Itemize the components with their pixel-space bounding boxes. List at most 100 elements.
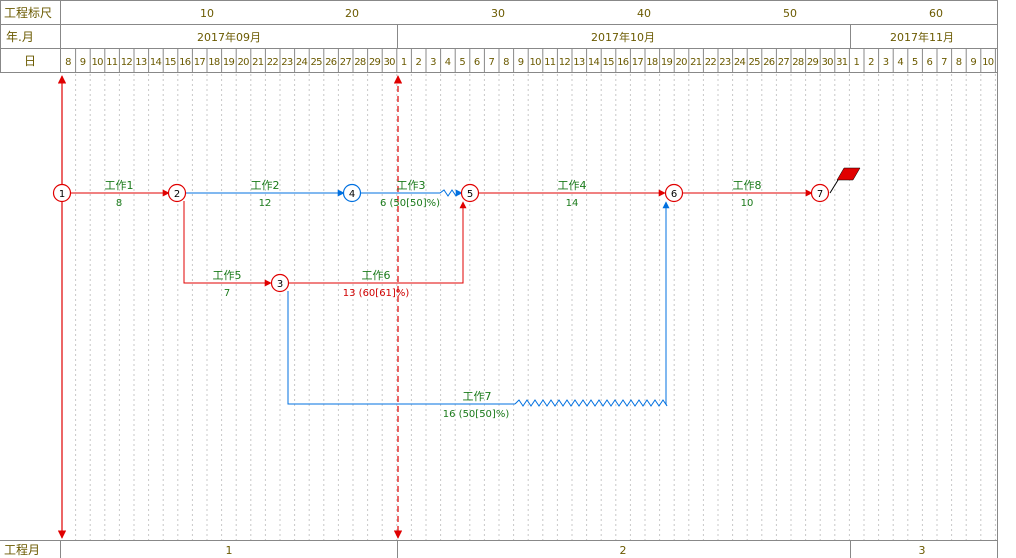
day-cell: 7 bbox=[941, 57, 947, 68]
day-cell: 18 bbox=[208, 57, 220, 68]
day-cell: 22 bbox=[705, 57, 717, 68]
ruler-ticks: 10 20 30 40 50 60 bbox=[200, 7, 943, 20]
year-month-label: 年.月 bbox=[6, 30, 34, 44]
ruler-tick: 60 bbox=[929, 7, 943, 20]
day-cell: 5 bbox=[459, 57, 465, 68]
day-cell: 2 bbox=[868, 57, 874, 68]
node[interactable]: 5 bbox=[460, 183, 480, 203]
day-cell: 24 bbox=[296, 57, 308, 68]
day-cell: 19 bbox=[223, 57, 235, 68]
arrow-work6 bbox=[288, 201, 467, 284]
day-cell: 4 bbox=[445, 57, 451, 68]
day-cell: 15 bbox=[603, 57, 615, 68]
day-cell: 10 bbox=[982, 57, 994, 68]
day-cell: 12 bbox=[121, 57, 133, 68]
task-duration: 6 (50[50]%) bbox=[380, 198, 440, 209]
day-cell: 26 bbox=[325, 57, 337, 68]
day-cell: 10 bbox=[92, 57, 104, 68]
day-cell: 21 bbox=[252, 57, 264, 68]
project-month: 3 bbox=[919, 544, 926, 557]
day-cell: 27 bbox=[340, 57, 352, 68]
task-name: 工作3 bbox=[397, 179, 426, 192]
day-cell: 28 bbox=[792, 57, 804, 68]
task-name: 工作8 bbox=[733, 179, 762, 192]
day-cell: 8 bbox=[65, 57, 71, 68]
day-cell: 3 bbox=[883, 57, 889, 68]
node-label: 2 bbox=[174, 189, 180, 200]
node[interactable]: 3 bbox=[270, 273, 290, 293]
ruler-label: 工程标尺 bbox=[4, 5, 52, 20]
day-cell: 30 bbox=[384, 57, 396, 68]
day-cell: 13 bbox=[135, 57, 147, 68]
day-cell: 1 bbox=[401, 57, 407, 68]
day-cell: 13 bbox=[573, 57, 585, 68]
day-cell: 8 bbox=[956, 57, 962, 68]
day-cell: 10 bbox=[530, 57, 542, 68]
month-label: 2017年11月 bbox=[890, 30, 954, 44]
day-cell: 25 bbox=[311, 57, 323, 68]
day-cell: 18 bbox=[646, 57, 658, 68]
day-cell: 17 bbox=[632, 57, 644, 68]
node[interactable]: 4 bbox=[342, 183, 362, 203]
task-duration: 12 bbox=[259, 198, 272, 209]
node-label: 4 bbox=[349, 189, 355, 200]
day-cell: 1 bbox=[854, 57, 860, 68]
node-label: 6 bbox=[671, 189, 677, 200]
day-cell: 9 bbox=[518, 57, 524, 68]
node[interactable]: 7 bbox=[810, 183, 830, 203]
task-duration: 14 bbox=[566, 198, 579, 209]
day-cell: 30 bbox=[822, 57, 834, 68]
day-cell: 23 bbox=[281, 57, 293, 68]
node-label: 7 bbox=[817, 189, 823, 200]
ruler-tick: 30 bbox=[491, 7, 505, 20]
day-cell: 11 bbox=[106, 57, 118, 68]
task-duration: 7 bbox=[224, 288, 230, 299]
day-cell: 11 bbox=[544, 57, 556, 68]
day-cell: 12 bbox=[559, 57, 571, 68]
day-cell: 29 bbox=[369, 57, 381, 68]
task-name: 工作4 bbox=[558, 179, 587, 192]
day-cell: 7 bbox=[489, 57, 495, 68]
day-cell: 14 bbox=[588, 57, 600, 68]
task-name: 工作5 bbox=[213, 269, 242, 282]
node[interactable]: 6 bbox=[664, 183, 684, 203]
node[interactable]: 1 bbox=[52, 183, 72, 203]
finish-flag bbox=[836, 167, 861, 181]
day-cell: 21 bbox=[690, 57, 702, 68]
day-cell: 6 bbox=[474, 57, 480, 68]
day-cell: 28 bbox=[354, 57, 366, 68]
day-cell: 27 bbox=[778, 57, 790, 68]
day-cell: 20 bbox=[238, 57, 250, 68]
node-label: 5 bbox=[467, 189, 473, 200]
node[interactable]: 2 bbox=[167, 183, 187, 203]
day-cell: 16 bbox=[179, 57, 191, 68]
day-cell: 19 bbox=[661, 57, 673, 68]
day-cell: 3 bbox=[430, 57, 436, 68]
task-duration: 13 (60[61]%) bbox=[343, 288, 410, 299]
month-label: 2017年09月 bbox=[197, 30, 261, 44]
day-cell: 9 bbox=[80, 57, 86, 68]
arrow-work5 bbox=[183, 201, 272, 287]
ruler-tick: 40 bbox=[637, 7, 651, 20]
task-name: 工作2 bbox=[251, 179, 280, 192]
day-cell: 24 bbox=[734, 57, 746, 68]
ruler-tick: 50 bbox=[783, 7, 797, 20]
day-cell: 25 bbox=[749, 57, 761, 68]
grid-lines bbox=[75, 74, 996, 540]
node-label: 1 bbox=[59, 189, 65, 200]
node-label: 3 bbox=[277, 279, 283, 290]
day-cell: 31 bbox=[836, 57, 848, 68]
day-cell: 2 bbox=[416, 57, 422, 68]
ruler-tick: 10 bbox=[200, 7, 214, 20]
day-cell: 29 bbox=[807, 57, 819, 68]
task-duration: 8 bbox=[116, 198, 122, 209]
arrow-work7-float bbox=[514, 399, 668, 407]
day-cell: 9 bbox=[970, 57, 976, 68]
day-cell: 17 bbox=[194, 57, 206, 68]
ruler-tick: 20 bbox=[345, 7, 359, 20]
task-name: 工作6 bbox=[362, 269, 391, 282]
day-cell: 15 bbox=[165, 57, 177, 68]
task-name: 工作1 bbox=[105, 179, 134, 192]
task-duration: 16 (50[50]%) bbox=[443, 409, 510, 420]
